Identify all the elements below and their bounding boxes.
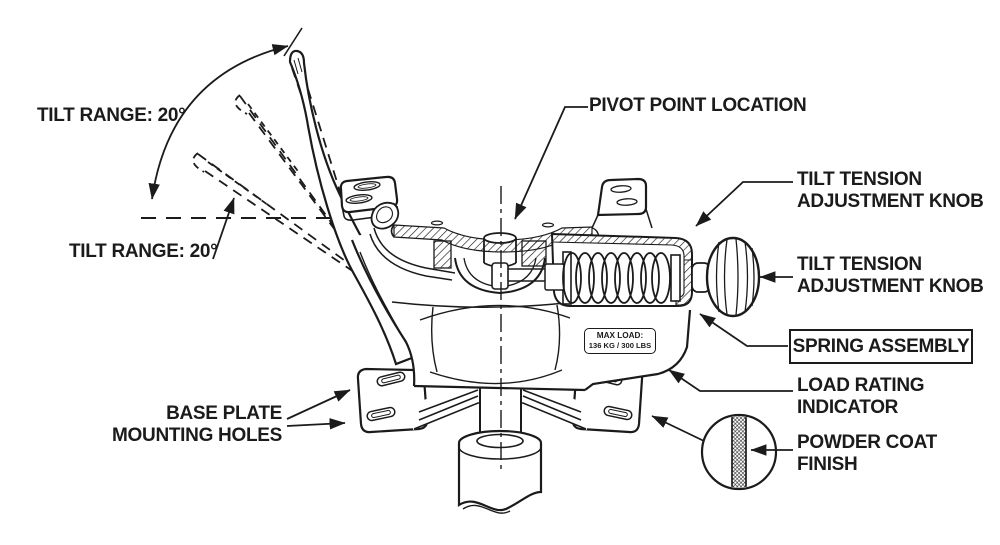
tab-slot — [610, 185, 632, 193]
leader-pivot-point — [514, 106, 588, 220]
ghost-lever-low — [204, 170, 355, 273]
powder-coat-line2: FINISH — [797, 453, 858, 475]
pivot-assembly — [433, 232, 552, 295]
tilt-tension-lower-line2: ADJUSTMENT KNOB — [797, 275, 984, 297]
spring-coil — [562, 252, 671, 304]
ghost-lever-mid — [239, 95, 347, 244]
ghost-lever-near — [302, 72, 358, 247]
base-plate-fold — [418, 389, 479, 421]
tilt-tension-upper-line2: ADJUSTMENT KNOB — [797, 190, 984, 212]
ghost-lever-positions — [192, 67, 358, 273]
arc-end-tick — [283, 27, 303, 57]
rod-clevis — [491, 262, 509, 290]
body-bottom-edge — [413, 384, 586, 392]
seat-plate-hole — [430, 220, 444, 226]
bracket-slot — [353, 181, 381, 191]
powder-coat-detail — [700, 413, 778, 491]
tilt-range-top-label: TILT RANGE: 20° — [37, 105, 186, 126]
spring-assembly — [544, 251, 681, 305]
leader-detail-circle — [651, 415, 705, 442]
body-lip-line — [369, 227, 456, 281]
seat-plate-end-cap — [390, 224, 395, 238]
coating-layer — [732, 416, 746, 488]
body-boss-lower — [429, 369, 563, 385]
tilt-range-bottom-label: TILT RANGE: 20° — [69, 241, 218, 262]
load-rating-line1: LOAD RATING — [797, 375, 925, 396]
knob-body — [705, 236, 761, 318]
ghost-lever-low-tip — [192, 152, 205, 173]
spring-housing — [550, 232, 693, 307]
pivot-bowl — [454, 257, 546, 295]
powder-coat-label: POWDER COAT FINISH — [797, 432, 937, 475]
lever-bracket — [339, 175, 400, 230]
base-plate-fold — [522, 389, 582, 421]
section-rib — [433, 240, 452, 269]
mounting-slot — [366, 406, 396, 422]
base-plate-line2: MOUNTING HOLES — [112, 424, 282, 446]
cylinder-break-line — [462, 504, 511, 514]
rear-mounting-tab — [591, 177, 653, 229]
spring-assembly-label: SPRING ASSEMBLY — [789, 329, 973, 364]
leader-base-plate-upper — [286, 389, 351, 420]
base-plate-label: BASE PLATE MOUNTING HOLES — [82, 403, 282, 446]
mounting-slot — [603, 405, 633, 421]
cylinder-bore — [476, 433, 524, 449]
tilt-tension-lower-line1: TILT TENSION — [797, 254, 922, 275]
bracket-slot — [345, 194, 373, 204]
powder-coat-line1: POWDER COAT — [797, 432, 937, 453]
leader-tilt-tension-upper — [695, 181, 793, 227]
spring-assembly-text: SPRING ASSEMBLY — [792, 335, 970, 357]
max-load-plate: MAX LOAD: 136 KG / 300 LBS — [584, 328, 656, 354]
section-rib — [521, 240, 547, 267]
pivot-bolt-top — [483, 232, 517, 244]
pivot-point-label: PIVOT POINT LOCATION — [589, 95, 807, 116]
cylinder-rim — [458, 446, 542, 460]
body-boss-side — [430, 304, 561, 373]
max-load-line1: MAX LOAD: — [596, 331, 644, 340]
tilt-tension-upper-label: TILT TENSION ADJUSTMENT KNOB — [797, 169, 984, 212]
base-plate-mid — [413, 380, 587, 430]
tilt-range-arc — [148, 27, 303, 200]
base-plate-line1: BASE PLATE — [166, 403, 282, 424]
leader-load-rating — [668, 369, 793, 392]
body-right-edge — [584, 309, 692, 391]
body-contour — [359, 251, 403, 337]
bracket-hook-inner — [376, 206, 393, 224]
housing-wall-hatch — [675, 259, 693, 306]
rod-block — [544, 263, 565, 291]
max-load-line2: 136 KG / 300 LBS — [588, 340, 652, 350]
spring-seat-right — [670, 254, 681, 302]
lever-grip-lines — [293, 57, 303, 75]
gas-cylinder — [457, 429, 543, 514]
ghost-lever-low — [197, 153, 349, 264]
tab-slot — [616, 198, 638, 206]
body-boss-upper — [419, 304, 571, 321]
seat-plate-hole — [541, 222, 555, 228]
tilt-tension-upper-line1: TILT TENSION — [797, 169, 922, 190]
leader-spring-assembly — [699, 313, 788, 347]
leader-lines — [212, 106, 793, 456]
leader-base-plate-lower — [286, 418, 346, 430]
body-step-line — [391, 301, 566, 308]
load-rating-label: LOAD RATING INDICATOR — [797, 375, 925, 418]
load-rating-line2: INDICATOR — [797, 396, 899, 418]
knob-ribs — [715, 238, 755, 316]
tension-knob — [691, 236, 761, 318]
ghost-lever-mid-inner — [247, 103, 301, 175]
mounting-slot — [376, 371, 406, 387]
tilt-tension-lower-label: TILT TENSION ADJUSTMENT KNOB — [797, 254, 984, 297]
leader-tilt-range-bottom — [212, 197, 235, 260]
body-front-edge — [350, 239, 416, 387]
